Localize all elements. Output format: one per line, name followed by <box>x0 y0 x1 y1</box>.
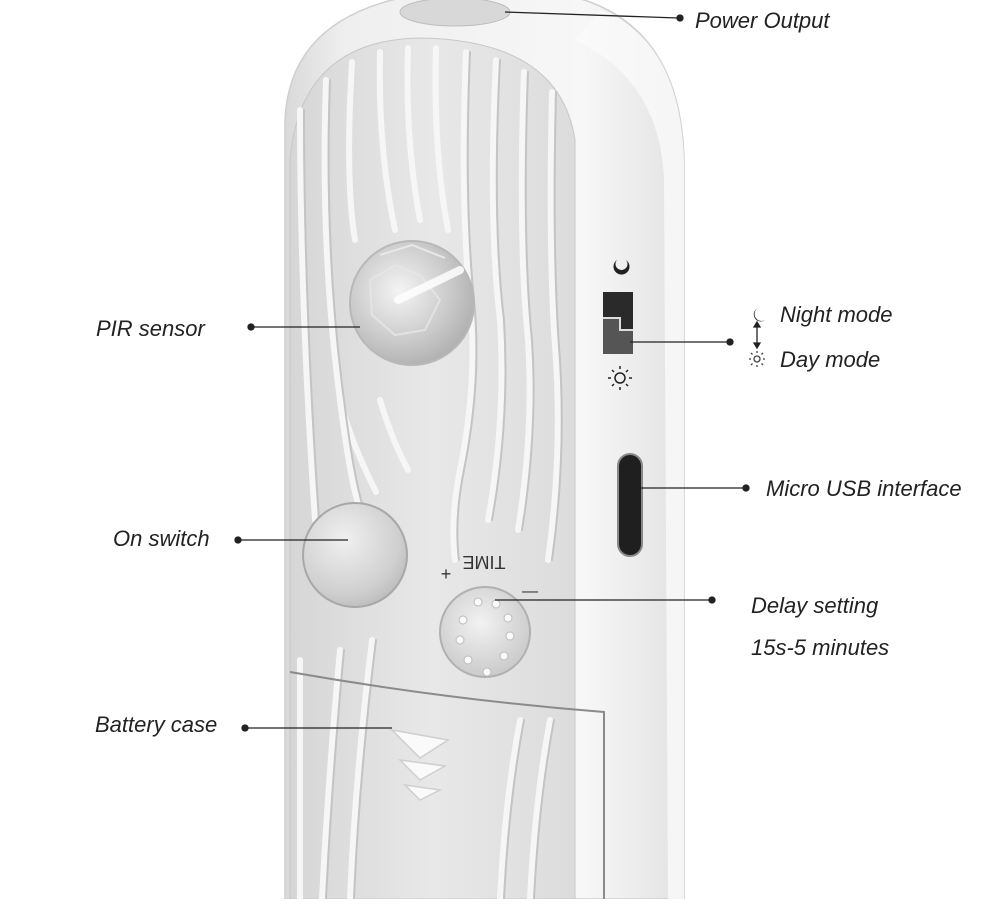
on-switch-label: On switch <box>113 526 210 551</box>
battery-case-chevrons <box>389 728 451 801</box>
device-moon-icon <box>613 260 630 275</box>
delay-range-label: 15s-5 minutes <box>751 635 890 660</box>
delay-setting-label: Delay setting <box>751 593 879 618</box>
time-markings: TIME + — <box>441 552 538 600</box>
pir-sensor <box>349 240 475 366</box>
pir-sensor-label: PIR sensor <box>96 316 205 341</box>
sun-icon <box>749 351 765 367</box>
mode-slide-switch <box>603 260 633 390</box>
power-output-port <box>399 0 511 27</box>
device-sun-icon <box>608 366 632 390</box>
panel-ridge-shadows <box>303 51 563 900</box>
on-switch-button <box>302 502 408 608</box>
power-output-label: Power Output <box>695 8 830 33</box>
battery-case-outline <box>289 671 605 899</box>
micro-usb-label: Micro USB interface <box>766 476 962 501</box>
time-marking-text: TIME <box>463 552 506 572</box>
time-minus-text: — <box>522 583 538 600</box>
time-plus-text: + <box>441 564 452 584</box>
delay-dial <box>439 586 531 678</box>
day-mode-label: Day mode <box>780 347 881 372</box>
micro-usb-port <box>617 453 643 557</box>
battery-case-label: Battery case <box>95 712 218 737</box>
panel-ridges <box>297 45 561 902</box>
up-down-arrow-icon <box>752 320 762 350</box>
leader-lines <box>234 11 750 732</box>
moon-icon <box>753 308 765 322</box>
night-mode-label: Night mode <box>780 302 893 327</box>
